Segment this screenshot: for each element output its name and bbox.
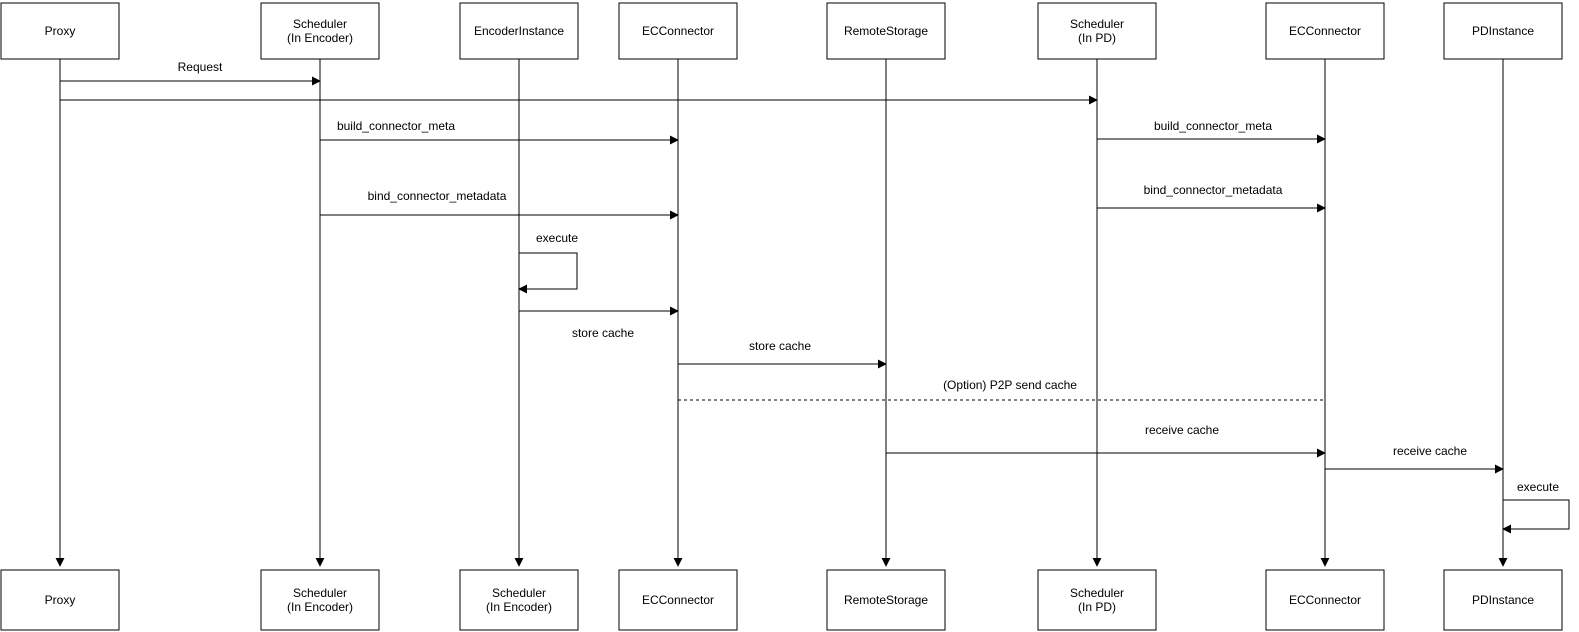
actor-top-box-rect <box>826 2 946 60</box>
actor-bottom-box-rect <box>260 569 380 631</box>
actor-top-box-encoder-instance: EncoderInstance <box>459 2 579 60</box>
actor-bottom-box-scheduler-encoder: Scheduler(In Encoder) <box>260 569 380 631</box>
actor-bottom-box-rect <box>1037 569 1157 631</box>
actor-top-box-remote-storage: RemoteStorage <box>826 2 946 60</box>
actor-top-box-rect <box>618 2 738 60</box>
actor-top-label: Scheduler(In Encoder) <box>287 17 353 45</box>
actor-bottom-label: Scheduler(In Encoder) <box>486 586 552 614</box>
message-label-2: build_connector_meta <box>337 119 455 133</box>
actor-top-box-rect <box>0 2 120 60</box>
actor-top-box-rect <box>1037 2 1157 60</box>
actor-bottom-label: ECConnector <box>642 593 714 607</box>
actor-bottom-label: ECConnector <box>1289 593 1361 607</box>
actor-top-label: ECConnector <box>642 24 714 38</box>
actor-bottom-box-ec-connector-encoder: ECConnector <box>618 569 738 631</box>
actor-bottom-box-rect <box>459 569 579 631</box>
actor-bottom-label: Scheduler(In PD) <box>1070 586 1124 614</box>
actor-top-label: EncoderInstance <box>474 24 564 38</box>
actor-top-label: Scheduler(In PD) <box>1070 17 1124 45</box>
actor-bottom-box-remote-storage: RemoteStorage <box>826 569 946 631</box>
actor-bottom-label: Proxy <box>45 593 76 607</box>
actor-top-box-scheduler-pd: Scheduler(In PD) <box>1037 2 1157 60</box>
actor-top-box-ec-connector-encoder: ECConnector <box>618 2 738 60</box>
self-message-label-1: execute <box>1517 480 1559 494</box>
actor-top-label: PDInstance <box>1472 24 1534 38</box>
actor-bottom-box-encoder-instance: Scheduler(In Encoder) <box>459 569 579 631</box>
self-message-label-0: execute <box>536 231 578 245</box>
message-label-3: bind_connector_metadata <box>368 189 507 203</box>
actor-top-box-rect <box>459 2 579 60</box>
actor-bottom-label: Scheduler(In Encoder) <box>287 586 353 614</box>
actor-bottom-box-scheduler-pd: Scheduler(In PD) <box>1037 569 1157 631</box>
actor-top-box-proxy: Proxy <box>0 2 120 60</box>
actor-top-box-ec-connector-pd: ECConnector <box>1265 2 1385 60</box>
actor-top-label: Proxy <box>45 24 76 38</box>
message-label-4: store cache <box>572 326 634 340</box>
actor-bottom-box-rect <box>1265 569 1385 631</box>
actor-bottom-box-pd-instance: PDInstance <box>1443 569 1563 631</box>
actor-top-label: RemoteStorage <box>844 24 928 38</box>
actor-bottom-label: PDInstance <box>1472 593 1534 607</box>
actor-bottom-box-rect <box>1443 569 1563 631</box>
actor-top-box-rect <box>1265 2 1385 60</box>
actor-top-box-scheduler-encoder: Scheduler(In Encoder) <box>260 2 380 60</box>
self-message-loop-1 <box>1502 499 1570 534</box>
actor-bottom-box-ec-connector-pd: ECConnector <box>1265 569 1385 631</box>
actor-top-box-pd-instance: PDInstance <box>1443 2 1563 60</box>
actor-bottom-box-rect <box>618 569 738 631</box>
actor-bottom-box-rect <box>0 569 120 631</box>
message-label-5: store cache <box>749 339 811 353</box>
actor-top-box-rect <box>1443 2 1563 60</box>
actor-bottom-label: RemoteStorage <box>844 593 928 607</box>
message-label-10: receive cache <box>1393 444 1467 458</box>
message-label-6: (Option) P2P send cache <box>943 378 1077 392</box>
actor-bottom-box-rect <box>826 569 946 631</box>
message-label-7: build_connector_meta <box>1154 119 1272 133</box>
message-label-0: Request <box>178 60 223 74</box>
self-message-loop-0 <box>518 252 578 294</box>
message-label-9: receive cache <box>1145 423 1219 437</box>
actor-top-label: ECConnector <box>1289 24 1361 38</box>
actor-bottom-box-proxy: Proxy <box>0 569 120 631</box>
message-label-8: bind_connector_metadata <box>1144 183 1283 197</box>
